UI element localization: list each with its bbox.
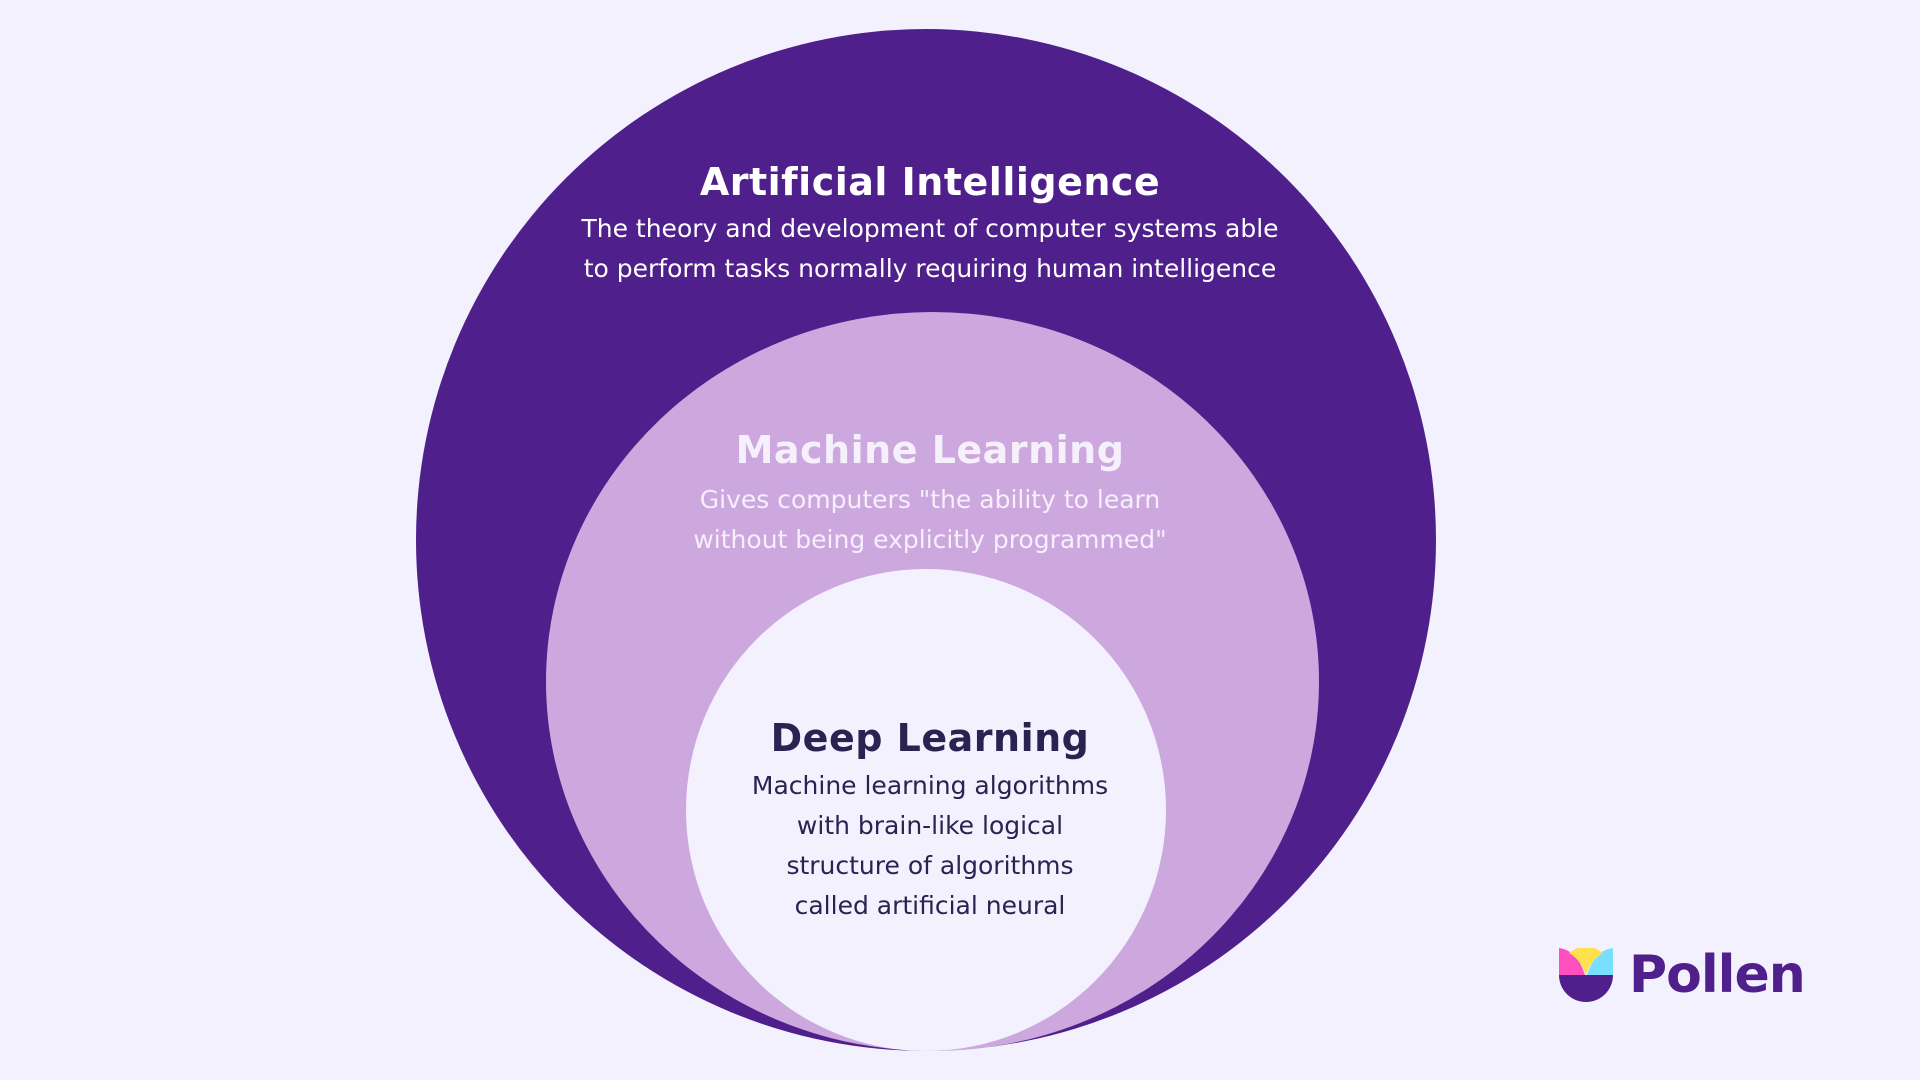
- dl-title: Deep Learning: [770, 716, 1090, 760]
- ml-description-line: Gives computers "the ability to learn: [699, 485, 1161, 514]
- dl-description-line: with brain-like logical: [796, 811, 1064, 840]
- pollen-logo: Pollen: [1559, 945, 1806, 1005]
- ai-description-line: to perform tasks normally requiring huma…: [583, 254, 1277, 283]
- dl-description: Machine learning algorithms with brain-l…: [430, 766, 1430, 926]
- ai-description: The theory and development of computer s…: [430, 209, 1430, 289]
- ml-description-line: without being explicitly programmed": [693, 525, 1167, 554]
- dl-description-line: Machine learning algorithms: [751, 771, 1109, 800]
- dl-description-line: called artificial neural: [794, 891, 1066, 920]
- dl-circle: [686, 569, 1166, 1051]
- ml-description: Gives computers "the ability to learn wi…: [430, 480, 1430, 560]
- tulip-icon: [1559, 948, 1613, 1002]
- ai-description-line: The theory and development of computer s…: [581, 214, 1279, 243]
- ai-title: Artificial Intelligence: [699, 160, 1161, 204]
- ml-title: Machine Learning: [735, 428, 1125, 472]
- dl-description-line: structure of algorithms: [786, 851, 1074, 880]
- brand-name: Pollen: [1629, 945, 1806, 1005]
